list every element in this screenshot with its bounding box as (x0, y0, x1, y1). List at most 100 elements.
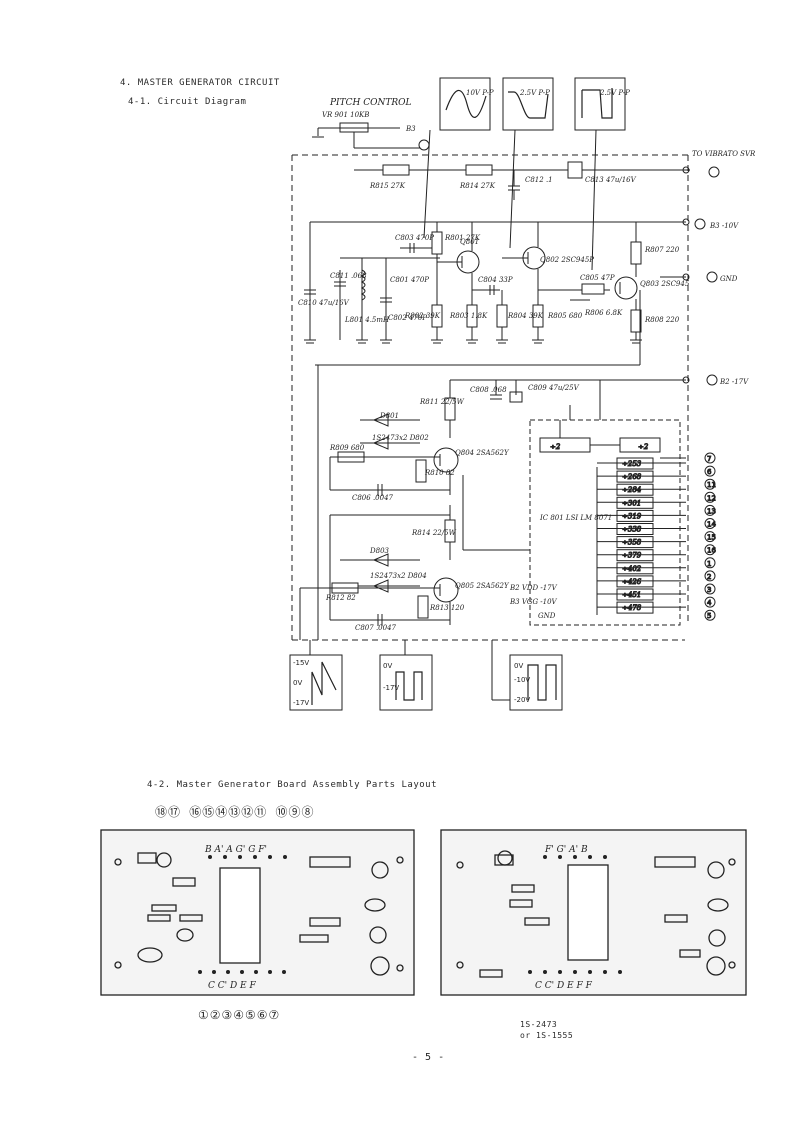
divider-ratio: ÷358 (622, 539, 642, 547)
scope-1-label: 10V P-P (466, 89, 494, 97)
page-number: - 5 - (412, 1052, 445, 1063)
output-pin (704, 452, 716, 464)
output-pin-number: 7 (707, 455, 711, 463)
divider-ratio: ÷338 (622, 526, 642, 534)
divider-ratio: ÷319 (622, 512, 642, 520)
divider-top-2: ÷2 (638, 443, 649, 451)
vdd-label: B2 VDD -17V (509, 584, 558, 592)
output-pin-number: 13 (707, 507, 716, 515)
section-heading: 4. MASTER GENERATOR CIRCUIT (120, 78, 280, 88)
r801-label: R801 27K (444, 234, 481, 242)
section-subheading: 4-1. Circuit Diagram (128, 97, 247, 107)
ic-label: IC 801 LSI LM 8071 (539, 514, 612, 522)
output-pin (704, 557, 716, 569)
output-pin (704, 596, 716, 608)
output-pin-number: 16 (707, 547, 716, 555)
divider-ratio: ÷478 (622, 604, 642, 612)
scope-3-label: 2.5V P-P (599, 89, 630, 97)
r810-label: R810 82 (424, 469, 455, 477)
output-pin (704, 478, 716, 490)
output-pin (704, 504, 716, 516)
output-pin-number: 15 (707, 534, 716, 542)
divider-ratio: ÷253 (622, 460, 642, 468)
r803-label: R803 1.8K (449, 312, 488, 320)
left-top-markers: ⑱⑰ ⑯⑮⑭⑬⑫⑪ ⑩⑨⑧ (155, 805, 315, 819)
l801-label: L801 4.5mH (344, 316, 390, 324)
output-pin-number: 6 (707, 468, 712, 476)
output-pin-number: 2 (707, 573, 711, 581)
c803-label: C803 470P (395, 234, 434, 242)
waveform-voltage-label: -15V (293, 659, 309, 667)
left-board-letters: B A' A G' G F' (204, 845, 267, 855)
divider-ratio: ÷268 (622, 473, 642, 481)
waveform-voltage-label: -17V (383, 684, 399, 692)
c805-label: C805 47P (580, 274, 615, 282)
scope-2-label: 2.5V P-P (519, 89, 550, 97)
divider-ratio: ÷379 (622, 552, 642, 560)
waveform-voltage-label: -17V (293, 699, 309, 707)
c801-label: C801 470P (390, 276, 429, 284)
output-pin (704, 609, 716, 621)
output-pin-number: 3 (707, 586, 711, 594)
divider-ratio: ÷301 (622, 499, 641, 507)
r812-label: R812 82 (325, 594, 356, 602)
r811-label: R811 22/5W (419, 398, 465, 406)
r806-label: R806 6.8K (584, 309, 623, 317)
d803-label: D803 (369, 547, 390, 555)
r808-label: R808 220 (644, 316, 680, 324)
b3-rail-label: B3 -10V (709, 222, 739, 230)
note-line-2: or 1S-1555 (520, 1031, 574, 1040)
divider-ratio: ÷402 (622, 565, 642, 573)
q802-label: Q802 2SC945P (540, 256, 594, 264)
left-board-bottom-letters: C C' D E F (208, 981, 256, 991)
layout-heading: 4-2. Master Generator Board Assembly Par… (147, 780, 438, 790)
r809-label: R809 680 (329, 444, 365, 452)
vgg-label: B3 VGG -10V (509, 598, 558, 606)
output-pin-number: 4 (707, 599, 712, 607)
output-pin (704, 518, 716, 529)
r804-label: R804 39K (507, 312, 544, 320)
pitch-part-label: VR 901 10KB (322, 111, 369, 119)
output-pin (704, 491, 716, 503)
c804-label: C804 33P (478, 276, 513, 284)
output-pin (704, 465, 716, 477)
right-board-bottom-letters: C C' D E F F (535, 981, 593, 991)
q803-label: Q803 2SC945 (640, 280, 690, 288)
c807-label: C807 .0047 (355, 624, 397, 632)
output-pin-number: 11 (707, 481, 716, 489)
divider-ratio: ÷451 (622, 591, 641, 599)
r807-label: R807 220 (644, 246, 680, 254)
q801-label: Q801 (460, 238, 479, 246)
output-pin-number: 12 (707, 494, 716, 502)
c809-label: C809 47u/25V (528, 384, 580, 392)
waveform-voltage-label: 0V (383, 662, 392, 670)
r815-label: R815 27K (369, 182, 406, 190)
output-pin (704, 531, 716, 543)
gnd-rail-label: GND (720, 275, 738, 283)
divider-ratio: ÷284 (622, 486, 641, 494)
c811-label: C811 .068 (330, 272, 367, 280)
r802-label: R802 39K (404, 312, 441, 320)
d801-label: D801 (379, 412, 399, 420)
output-pin-number: 1 (707, 560, 711, 568)
output-pin-number: 14 (707, 521, 716, 529)
r814b-label: R814 22/5W (411, 529, 457, 537)
q804-label: Q804 2SA562Y (455, 449, 510, 457)
waveform-voltage-label: -10V (514, 676, 530, 684)
left-bottom-markers: ①②③④⑤⑥⑦ (198, 1008, 281, 1022)
d804-label: 1S2473x2 D804 (370, 572, 427, 580)
b2-rail-label: B2 -17V (719, 378, 749, 386)
waveform-voltage-label: 0V (293, 679, 302, 687)
r813-label: R813 120 (429, 604, 465, 612)
c813-label: C813 47u/16V (585, 176, 637, 184)
output-pin (704, 544, 716, 556)
output-pin-number: 5 (707, 612, 711, 620)
right-board-letters: F' G' A' B (544, 845, 588, 855)
r814-label: R814 27K (459, 182, 496, 190)
b3-label: B3 (405, 125, 416, 133)
q805-label: Q805 2SA562Y (455, 582, 510, 590)
r805-label: R805 680 (547, 312, 583, 320)
output-pin (704, 570, 716, 582)
